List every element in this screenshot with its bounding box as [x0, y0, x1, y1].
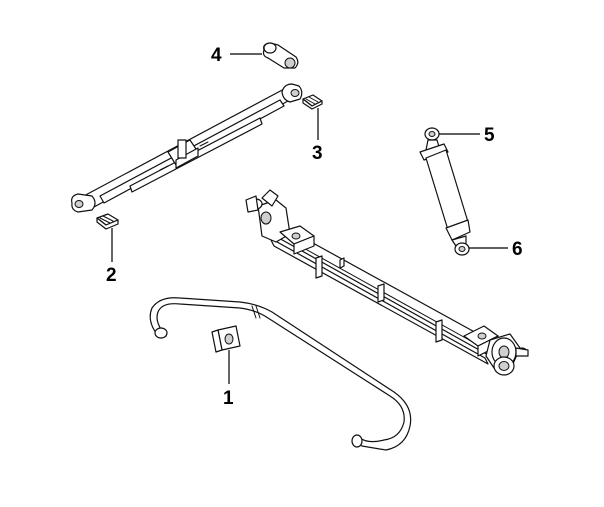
callout-1: 1 [223, 388, 234, 409]
pin-2[interactable] [96, 213, 119, 230]
callout-4: 4 [211, 45, 222, 66]
shock-absorber[interactable] [419, 127, 471, 256]
callout-6: 6 [512, 239, 523, 260]
callout-5: 5 [484, 125, 495, 146]
bushing-4[interactable] [262, 42, 299, 69]
stabilizer-bar[interactable] [149, 297, 412, 451]
stabilizer-bushing-1[interactable] [211, 325, 241, 353]
axle-beam[interactable] [245, 189, 529, 376]
pin-3[interactable] [302, 94, 323, 110]
leaf-spring[interactable] [71, 83, 303, 213]
callout-2: 2 [106, 265, 117, 286]
callout-3: 3 [312, 143, 323, 164]
